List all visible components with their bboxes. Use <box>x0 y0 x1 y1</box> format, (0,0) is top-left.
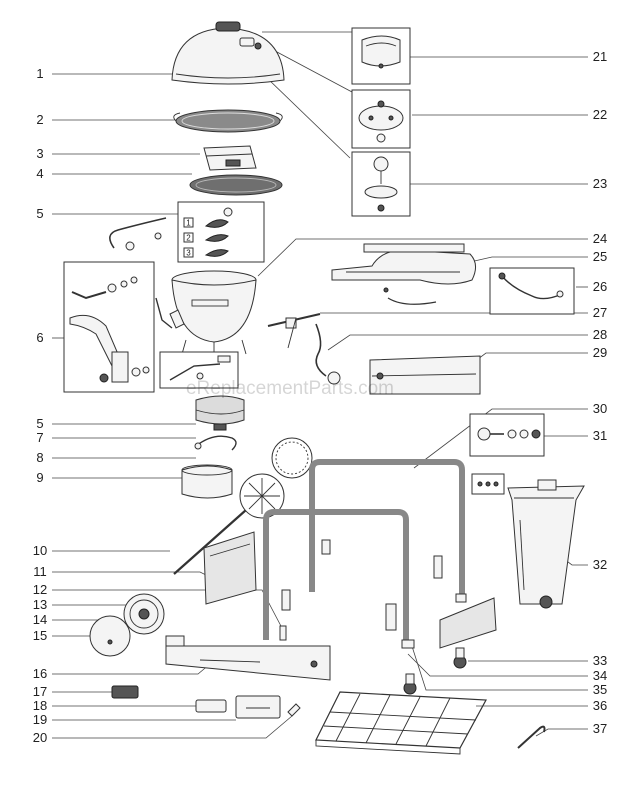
callout-29[interactable]: 29 <box>593 345 607 360</box>
callout-24[interactable]: 24 <box>593 231 607 246</box>
callout-8[interactable]: 8 <box>36 450 43 465</box>
callout-23[interactable]: 23 <box>593 176 607 191</box>
bowl-part[interactable] <box>155 270 257 356</box>
inset-box-31[interactable] <box>469 413 545 495</box>
callout-11[interactable]: 11 <box>33 564 47 579</box>
inset-box-6[interactable] <box>63 217 167 393</box>
rod-and-side-panel[interactable] <box>173 509 257 605</box>
callout-36[interactable]: 36 <box>593 698 607 713</box>
inset-label-2: 2 <box>186 234 191 243</box>
callout-10[interactable]: 10 <box>33 543 47 558</box>
inset-box-one-touch[interactable] <box>159 351 239 389</box>
storage-bin-part[interactable] <box>507 479 585 609</box>
callout-5b[interactable]: 5 <box>36 416 43 431</box>
callout-19[interactable]: 19 <box>33 712 47 727</box>
callout-14[interactable]: 14 <box>33 612 47 627</box>
wheel-and-caps[interactable] <box>89 593 287 657</box>
callout-6[interactable]: 6 <box>36 330 43 345</box>
callout-5a[interactable]: 5 <box>36 206 43 221</box>
callout-31[interactable]: 31 <box>593 428 607 443</box>
inset-box-21[interactable] <box>351 27 411 85</box>
charcoal-grate-part[interactable] <box>189 174 283 196</box>
right-callouts: 21 22 23 24 25 26 27 28 29 30 31 32 33 3… <box>593 49 607 736</box>
ash-assembly-parts[interactable] <box>181 395 245 499</box>
inset-box-26[interactable] <box>383 267 575 315</box>
watermark-text: eReplacementParts.com <box>186 378 394 399</box>
small-items[interactable] <box>111 685 301 719</box>
rod-and-cable[interactable] <box>267 313 341 385</box>
callout-1[interactable]: 1 <box>36 66 43 81</box>
callout-12[interactable]: 12 <box>33 582 47 597</box>
callout-27[interactable]: 27 <box>593 305 607 320</box>
callout-33[interactable]: 33 <box>593 653 607 668</box>
callout-4[interactable]: 4 <box>36 166 43 181</box>
frame-front[interactable] <box>263 509 415 649</box>
callout-17[interactable]: 17 <box>33 684 47 699</box>
callout-16[interactable]: 16 <box>33 666 47 681</box>
inset-box-5[interactable]: 1 2 3 <box>177 201 265 263</box>
callout-3[interactable]: 3 <box>36 146 43 161</box>
callout-34[interactable]: 34 <box>593 668 607 683</box>
inset-label-1: 1 <box>186 219 191 228</box>
callout-25[interactable]: 25 <box>593 249 607 264</box>
left-callouts: 1 2 3 4 5 6 5 7 8 9 10 11 12 13 14 15 16… <box>33 66 47 745</box>
front-panel-part[interactable] <box>165 635 331 681</box>
inset-box-22[interactable] <box>351 89 411 149</box>
callout-21[interactable]: 21 <box>593 49 607 64</box>
callout-32[interactable]: 32 <box>593 557 607 572</box>
back-panel-part[interactable] <box>369 355 481 395</box>
callout-28[interactable]: 28 <box>593 327 607 342</box>
hook-part[interactable] <box>517 725 546 749</box>
callout-20[interactable]: 20 <box>33 730 47 745</box>
callout-22[interactable]: 22 <box>593 107 607 122</box>
lid-part[interactable] <box>171 21 285 85</box>
callout-13[interactable]: 13 <box>33 597 47 612</box>
callout-7[interactable]: 7 <box>36 430 43 445</box>
frame-back[interactable] <box>309 459 467 603</box>
side-table-part[interactable] <box>331 243 476 285</box>
char-basket-part[interactable] <box>203 145 257 171</box>
inset-box-23[interactable] <box>351 151 411 217</box>
callout-15[interactable]: 15 <box>33 628 47 643</box>
callout-26[interactable]: 26 <box>593 279 607 294</box>
inset-label-3: 3 <box>186 249 191 258</box>
ash-discs[interactable] <box>239 437 313 519</box>
callout-30[interactable]: 30 <box>593 401 607 416</box>
callout-18[interactable]: 18 <box>33 698 47 713</box>
callout-35[interactable]: 35 <box>593 682 607 697</box>
warming-rack-part[interactable] <box>315 691 487 755</box>
cooking-grate-part[interactable] <box>173 109 283 133</box>
callout-37[interactable]: 37 <box>593 721 607 736</box>
casters[interactable] <box>403 597 497 695</box>
callout-2[interactable]: 2 <box>36 112 43 127</box>
callout-9[interactable]: 9 <box>36 470 43 485</box>
